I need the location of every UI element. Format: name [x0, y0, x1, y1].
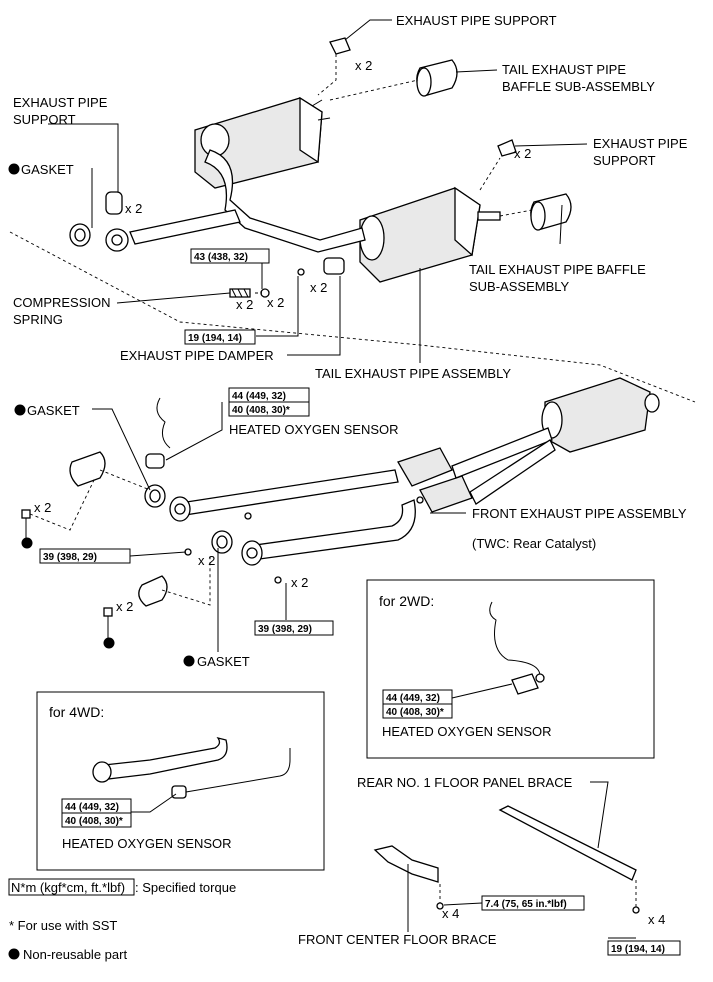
twc-note: (TWC: Rear Catalyst) — [472, 536, 596, 551]
compression-spring-label-1: COMPRESSION — [13, 295, 111, 310]
non-reusable-bullet-gasket-mid — [14, 404, 26, 416]
torque-40-4wd-value: 40 (408, 30)* — [65, 816, 123, 827]
torque-40-main-value: 40 (408, 30)* — [232, 405, 290, 416]
non-reusable-bullet-legend — [8, 948, 20, 960]
front-exhaust-pipe-assembly-drawing — [21, 377, 660, 617]
exhaust-pipe-damper-label: EXHAUST PIPE DAMPER — [120, 348, 274, 363]
heated-oxygen-sensor-2wd-label: HEATED OXYGEN SENSOR — [382, 724, 552, 739]
torque-19a-value: 19 (194, 14) — [188, 333, 242, 344]
non-reusable-bullet-nut-upper — [21, 537, 33, 549]
torque-43-value: 43 (438, 32) — [194, 252, 248, 263]
gasket-upper-label: GASKET — [21, 162, 74, 177]
front-exhaust-pipe-assembly-label: FRONT EXHAUST PIPE ASSEMBLY — [472, 506, 687, 521]
torque-19b-value: 19 (194, 14) — [611, 944, 665, 955]
x2-nut-upper: x 2 — [34, 500, 51, 515]
compression-spring-label-2: SPRING — [13, 312, 63, 327]
legend-unit-desc: : Specified torque — [135, 880, 236, 895]
exhaust-pipe-support-right-label-2: SUPPORT — [593, 153, 656, 168]
tail-baffle-top-label-2: BAFFLE SUB-ASSEMBLY — [502, 79, 655, 94]
torque-box-43 — [190, 248, 270, 264]
tail-baffle-right-label-2: SUB-ASSEMBLY — [469, 279, 570, 294]
torque-box-19a — [184, 329, 256, 345]
rear-floor-panel-brace-label: REAR NO. 1 FLOOR PANEL BRACE — [357, 775, 573, 790]
non-reusable-bullet-gasket-upper — [8, 163, 20, 175]
legend-unit: N*m (kgf*cm, ft.*lbf) — [11, 880, 125, 895]
gasket-lower-label: GASKET — [197, 654, 250, 669]
non-reusable-legend-label: Non-reusable part — [23, 947, 127, 962]
exhaust-pipe-support-top-label: EXHAUST PIPE SUPPORT — [396, 13, 557, 28]
gasket-mid-label: GASKET — [27, 403, 80, 418]
for-2wd-label: for 2WD: — [379, 593, 434, 609]
x2-spring-bolt: x 2 — [267, 295, 284, 310]
non-reusable-bullet-gasket-lower — [183, 655, 195, 667]
floor-braces — [373, 805, 640, 914]
torque-44-4wd-value: 44 (449, 32) — [65, 802, 119, 813]
torque-39b-value: 39 (398, 29) — [258, 624, 312, 635]
x2-support-left: x 2 — [125, 201, 142, 216]
x4-front-brace: x 4 — [442, 906, 459, 921]
tail-exhaust-pipe-assembly-label: TAIL EXHAUST PIPE ASSEMBLY — [315, 366, 511, 381]
torque-44-main-value: 44 (449, 32) — [232, 391, 286, 402]
x2-support-top: x 2 — [355, 58, 372, 73]
legend-torque-box — [8, 878, 135, 896]
for-4wd-label: for 4WD: — [49, 704, 104, 720]
exhaust-pipe-support-left-label-2: SUPPORT — [13, 112, 76, 127]
torque-box-19b — [607, 940, 681, 956]
front-center-floor-brace-label: FRONT CENTER FLOOR BRACE — [298, 932, 497, 947]
torque-39a-value: 39 (398, 29) — [43, 552, 97, 563]
tail-baffle-top-label-1: TAIL EXHAUST PIPE — [502, 62, 626, 77]
non-reusable-bullet-nut-lower — [103, 637, 115, 649]
2wd-detail — [366, 579, 655, 759]
torque-box-39a — [39, 548, 131, 564]
sst-note: * For use with SST — [9, 918, 117, 933]
4wd-detail — [36, 691, 325, 871]
x4-rear-brace: x 4 — [648, 912, 665, 927]
torque-74-value: 7.4 (75, 65 in.*lbf) — [485, 899, 567, 910]
x2-support-right: x 2 — [514, 146, 531, 161]
x2-damper: x 2 — [310, 280, 327, 295]
exhaust-pipe-support-right-label-1: EXHAUST PIPE — [593, 136, 688, 151]
x2-bolt-left: x 2 — [198, 553, 215, 568]
torque-44-2wd-value: 44 (449, 32) — [386, 693, 440, 704]
x2-spring: x 2 — [236, 297, 253, 312]
torque-40-2wd-value: 40 (408, 30)* — [386, 707, 444, 718]
tail-exhaust-pipe-assembly-drawing — [9, 37, 696, 403]
tail-baffle-right-label-1: TAIL EXHAUST PIPE BAFFLE — [469, 262, 646, 277]
x2-bolt-right: x 2 — [291, 575, 308, 590]
heated-oxygen-sensor-4wd-label: HEATED OXYGEN SENSOR — [62, 836, 232, 851]
x2-nut-lower: x 2 — [116, 599, 133, 614]
exhaust-pipe-support-left-label-1: EXHAUST PIPE — [13, 95, 108, 110]
heated-oxygen-sensor-main-label: HEATED OXYGEN SENSOR — [229, 422, 399, 437]
torque-box-39b — [254, 620, 334, 636]
torque-box-74 — [481, 895, 585, 911]
